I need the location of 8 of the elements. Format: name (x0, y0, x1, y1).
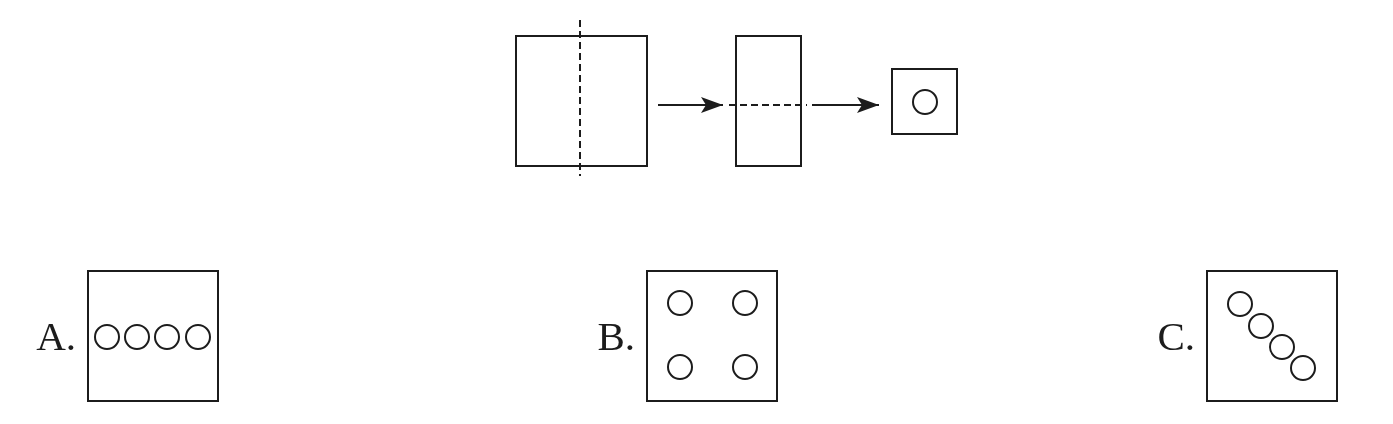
sheet-box (891, 68, 958, 135)
option-label: B. (597, 315, 635, 357)
sheet-box (515, 35, 648, 167)
arrow (811, 97, 880, 113)
option-label: A. (36, 315, 76, 357)
option-label: C. (1157, 315, 1195, 357)
arrow (657, 97, 724, 113)
sheet-box (735, 35, 802, 167)
